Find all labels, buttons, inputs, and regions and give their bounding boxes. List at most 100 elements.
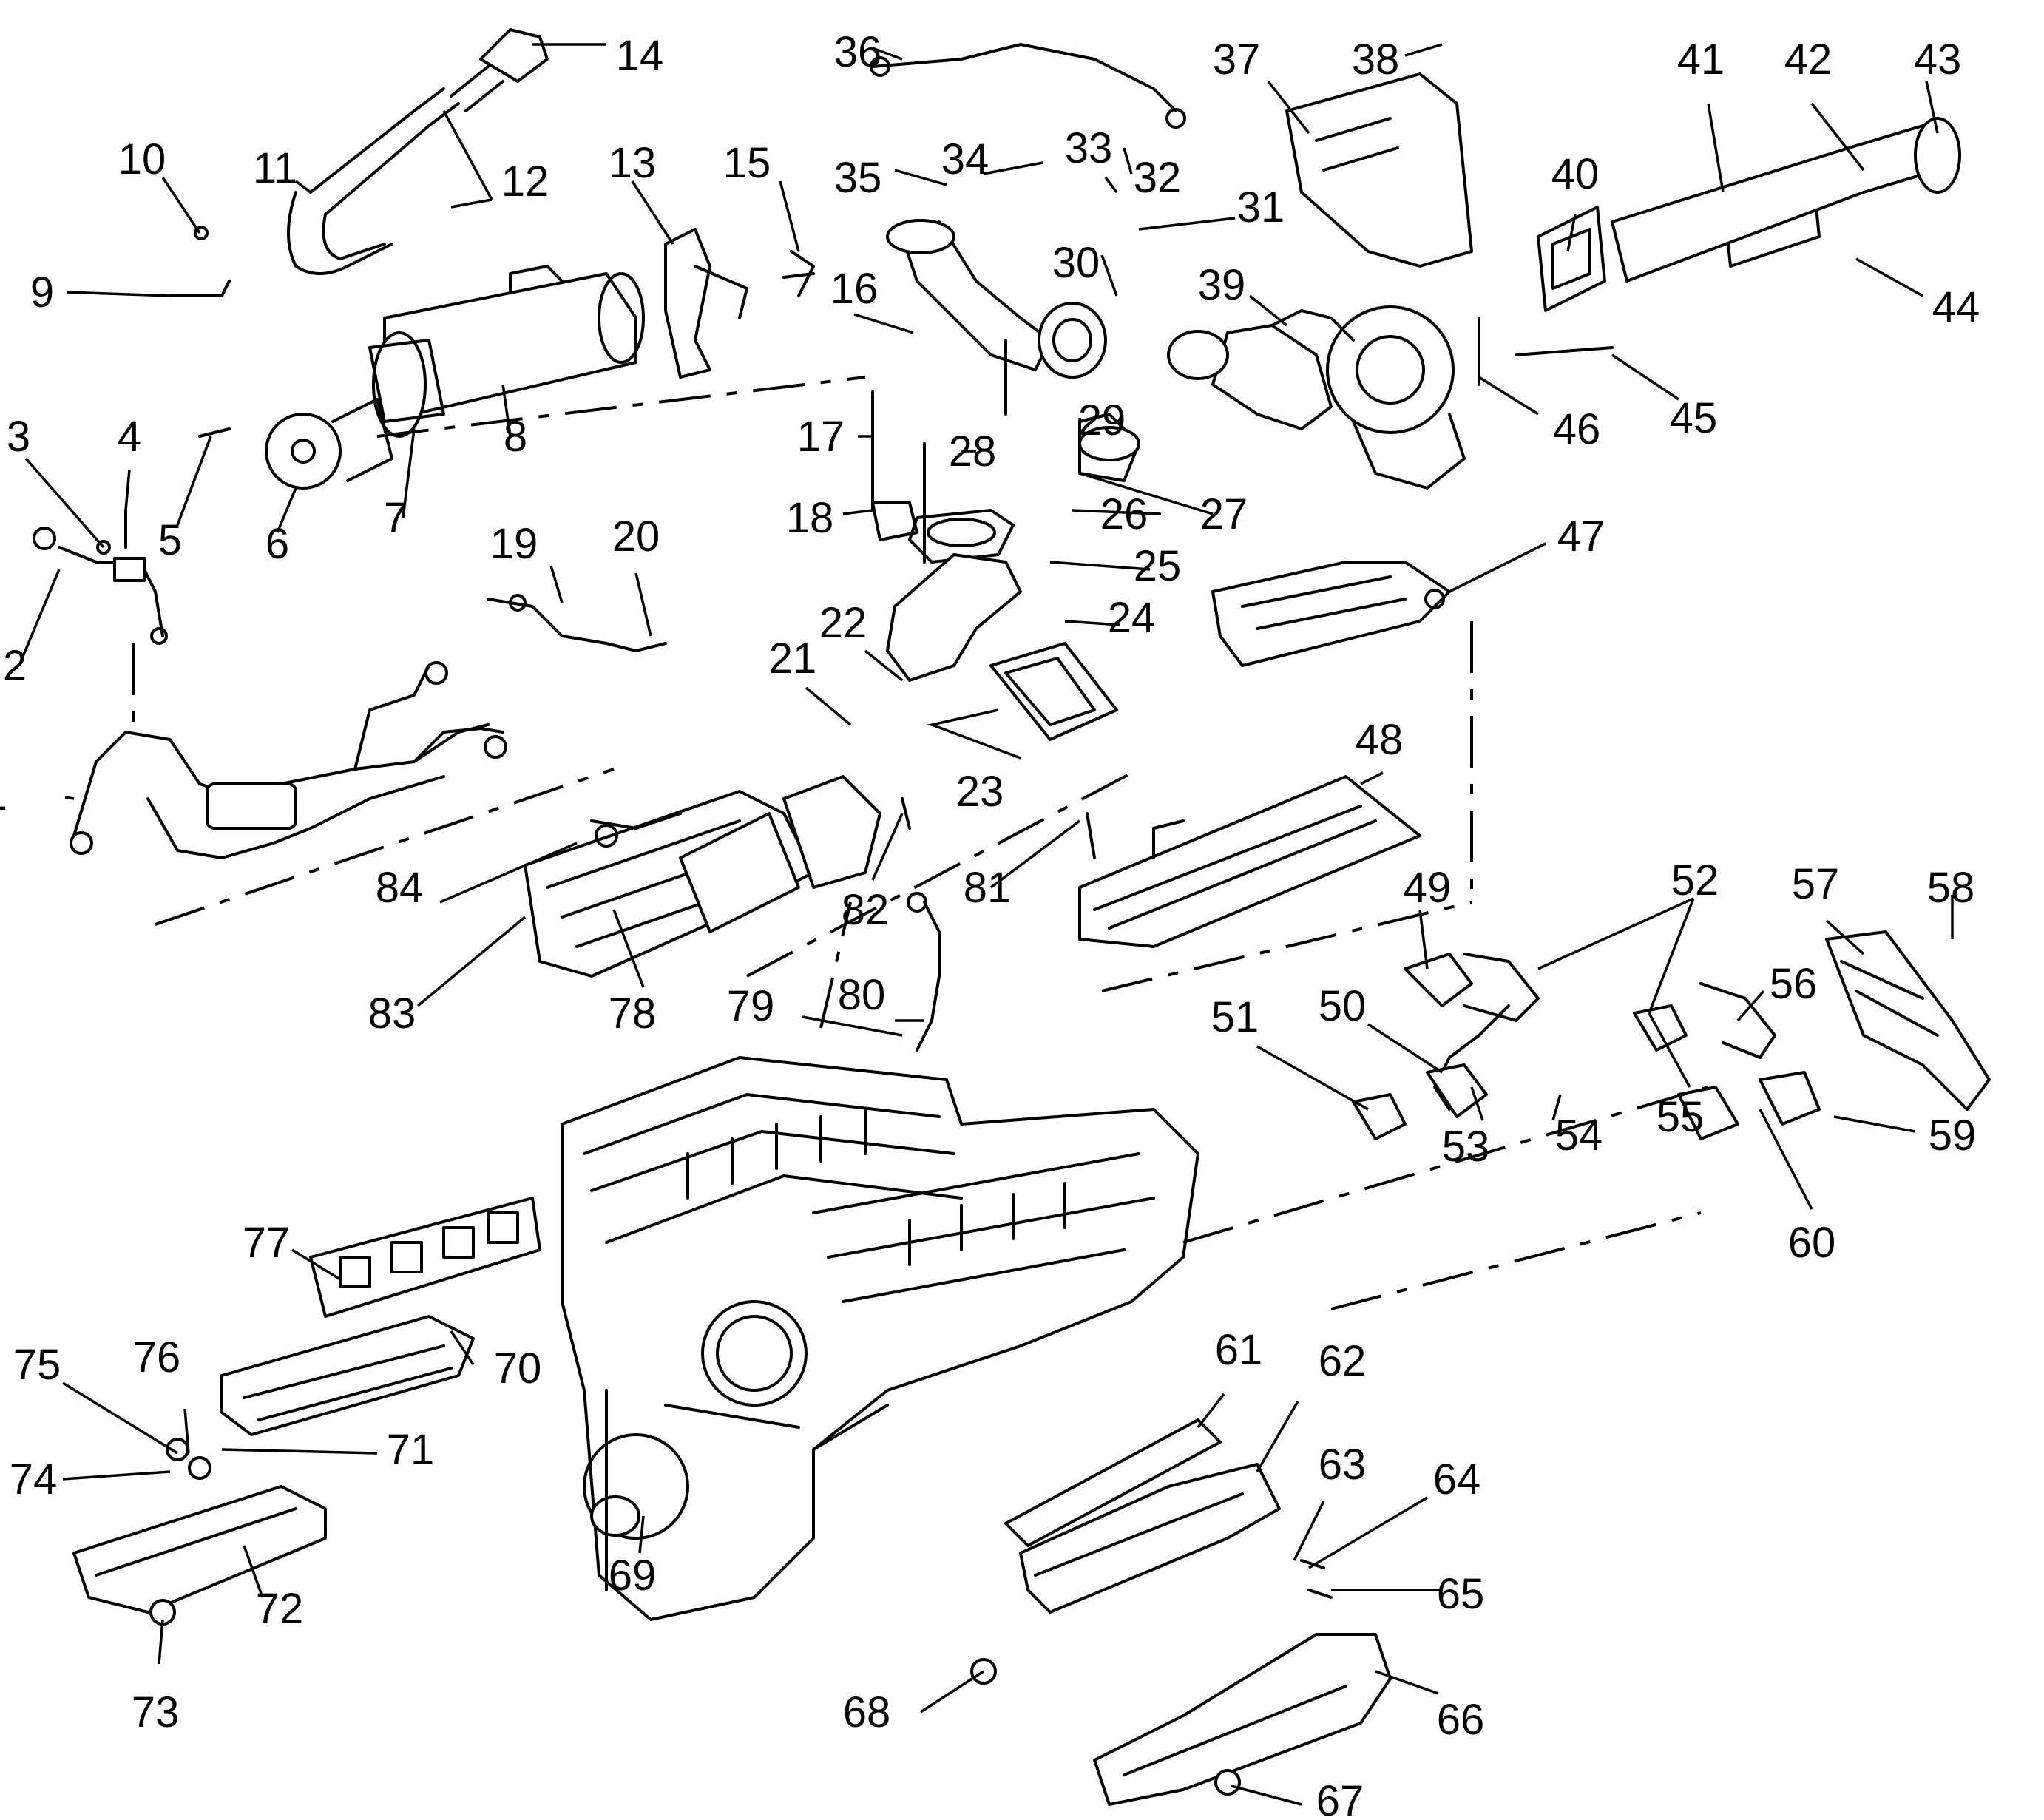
intake-manifold [524, 775, 881, 978]
callout-80: 80 [838, 971, 886, 1019]
callout-21: 21 [769, 635, 817, 683]
callout-40: 40 [1551, 150, 1600, 198]
egr-tube-right [1352, 930, 1991, 1140]
callout-35: 35 [834, 154, 882, 202]
callout-27: 27 [1200, 490, 1248, 538]
callout-4: 4 [118, 413, 141, 461]
callout-73: 73 [132, 1688, 180, 1736]
callout-41: 41 [1677, 35, 1725, 84]
callout-30: 30 [1052, 239, 1100, 287]
callout-28: 28 [949, 427, 997, 476]
callout-83: 83 [368, 990, 416, 1038]
callout-48: 48 [1356, 716, 1404, 764]
callout-61: 61 [1215, 1326, 1263, 1374]
callout-52: 52 [1671, 856, 1719, 904]
callout-15: 15 [723, 139, 771, 187]
left-exhaust-manifold [72, 1197, 541, 1626]
callout-63: 63 [1319, 1441, 1367, 1489]
callout-49: 49 [1404, 864, 1452, 912]
callout-23: 23 [956, 768, 1004, 816]
callout-19: 19 [490, 520, 538, 568]
callout-34: 34 [941, 135, 989, 183]
callout-51: 51 [1211, 993, 1259, 1041]
callout-33: 33 [1065, 124, 1113, 172]
right-exhaust-manifold [970, 1418, 1392, 1806]
callout-60: 60 [1788, 1219, 1836, 1267]
callout-78: 78 [609, 990, 657, 1038]
callout-labels: 1 2 3 4 5 6 7 8 9 10 11 12 13 14 15 16 1… [0, 28, 1980, 1820]
callout-84: 84 [376, 864, 424, 912]
callout-38: 38 [1352, 35, 1400, 84]
callout-42: 42 [1784, 35, 1833, 84]
leader-lines [21, 43, 1954, 1806]
callout-55: 55 [1656, 1093, 1705, 1141]
callout-76: 76 [133, 1333, 181, 1381]
callout-1: 1 [0, 771, 7, 819]
callout-24: 24 [1108, 594, 1156, 642]
callout-32: 32 [1134, 154, 1182, 202]
callout-45: 45 [1670, 394, 1718, 442]
callout-82: 82 [842, 886, 890, 934]
callout-39: 39 [1198, 261, 1246, 309]
callout-72: 72 [256, 1585, 304, 1633]
callout-65: 65 [1437, 1570, 1485, 1618]
fuel-line-assembly [33, 509, 507, 859]
callout-44: 44 [1932, 283, 1980, 331]
callout-57: 57 [1792, 860, 1840, 908]
callout-17: 17 [797, 413, 845, 461]
callout-53: 53 [1442, 1123, 1490, 1171]
callout-77: 77 [243, 1219, 291, 1267]
callout-67: 67 [1316, 1777, 1364, 1820]
callout-18: 18 [786, 494, 834, 542]
callout-75: 75 [13, 1341, 61, 1389]
callout-6: 6 [265, 520, 289, 568]
callout-36: 36 [834, 28, 882, 76]
valve-cover [1078, 775, 1421, 948]
callout-47: 47 [1557, 512, 1605, 561]
callout-58: 58 [1927, 864, 1975, 912]
callout-7: 7 [384, 494, 407, 542]
callout-5: 5 [158, 516, 182, 564]
callout-71: 71 [387, 1426, 435, 1474]
egr-valve-crossover [487, 219, 1140, 741]
assembly-lines [132, 376, 1709, 1310]
callout-31: 31 [1237, 183, 1285, 231]
callout-2: 2 [3, 642, 27, 690]
callout-43: 43 [1914, 35, 1962, 84]
callout-26: 26 [1100, 490, 1148, 538]
callout-22: 22 [819, 599, 867, 647]
callout-69: 69 [609, 1552, 657, 1600]
engine-block [561, 1056, 1199, 1621]
turbocharger-assembly [1167, 72, 1961, 490]
callout-10: 10 [118, 135, 166, 183]
callout-54: 54 [1555, 1112, 1603, 1160]
callout-64: 64 [1433, 1455, 1481, 1503]
callout-79: 79 [727, 982, 775, 1030]
callout-12: 12 [501, 158, 549, 206]
callout-20: 20 [612, 512, 660, 561]
callout-62: 62 [1319, 1337, 1367, 1385]
callout-3: 3 [7, 413, 30, 461]
callout-56: 56 [1770, 960, 1818, 1008]
callout-29: 29 [1078, 396, 1126, 444]
callout-16: 16 [830, 265, 879, 313]
egr-cooler-assembly [169, 28, 815, 490]
part-drawings [33, 28, 1991, 1806]
callout-37: 37 [1213, 35, 1261, 84]
callout-8: 8 [504, 413, 527, 461]
callout-25: 25 [1134, 542, 1182, 590]
misc-tubes-and-bolts [790, 43, 1186, 1052]
callout-13: 13 [609, 139, 657, 187]
heat-shield-47 [1211, 561, 1451, 667]
callout-70: 70 [494, 1344, 542, 1393]
callout-9: 9 [30, 268, 54, 317]
callout-14: 14 [616, 32, 664, 80]
callout-11: 11 [253, 144, 297, 192]
callout-66: 66 [1437, 1696, 1485, 1744]
callout-46: 46 [1553, 405, 1601, 453]
callout-50: 50 [1319, 982, 1367, 1030]
callout-68: 68 [843, 1688, 891, 1736]
callout-74: 74 [10, 1455, 58, 1503]
callout-59: 59 [1929, 1112, 1977, 1160]
